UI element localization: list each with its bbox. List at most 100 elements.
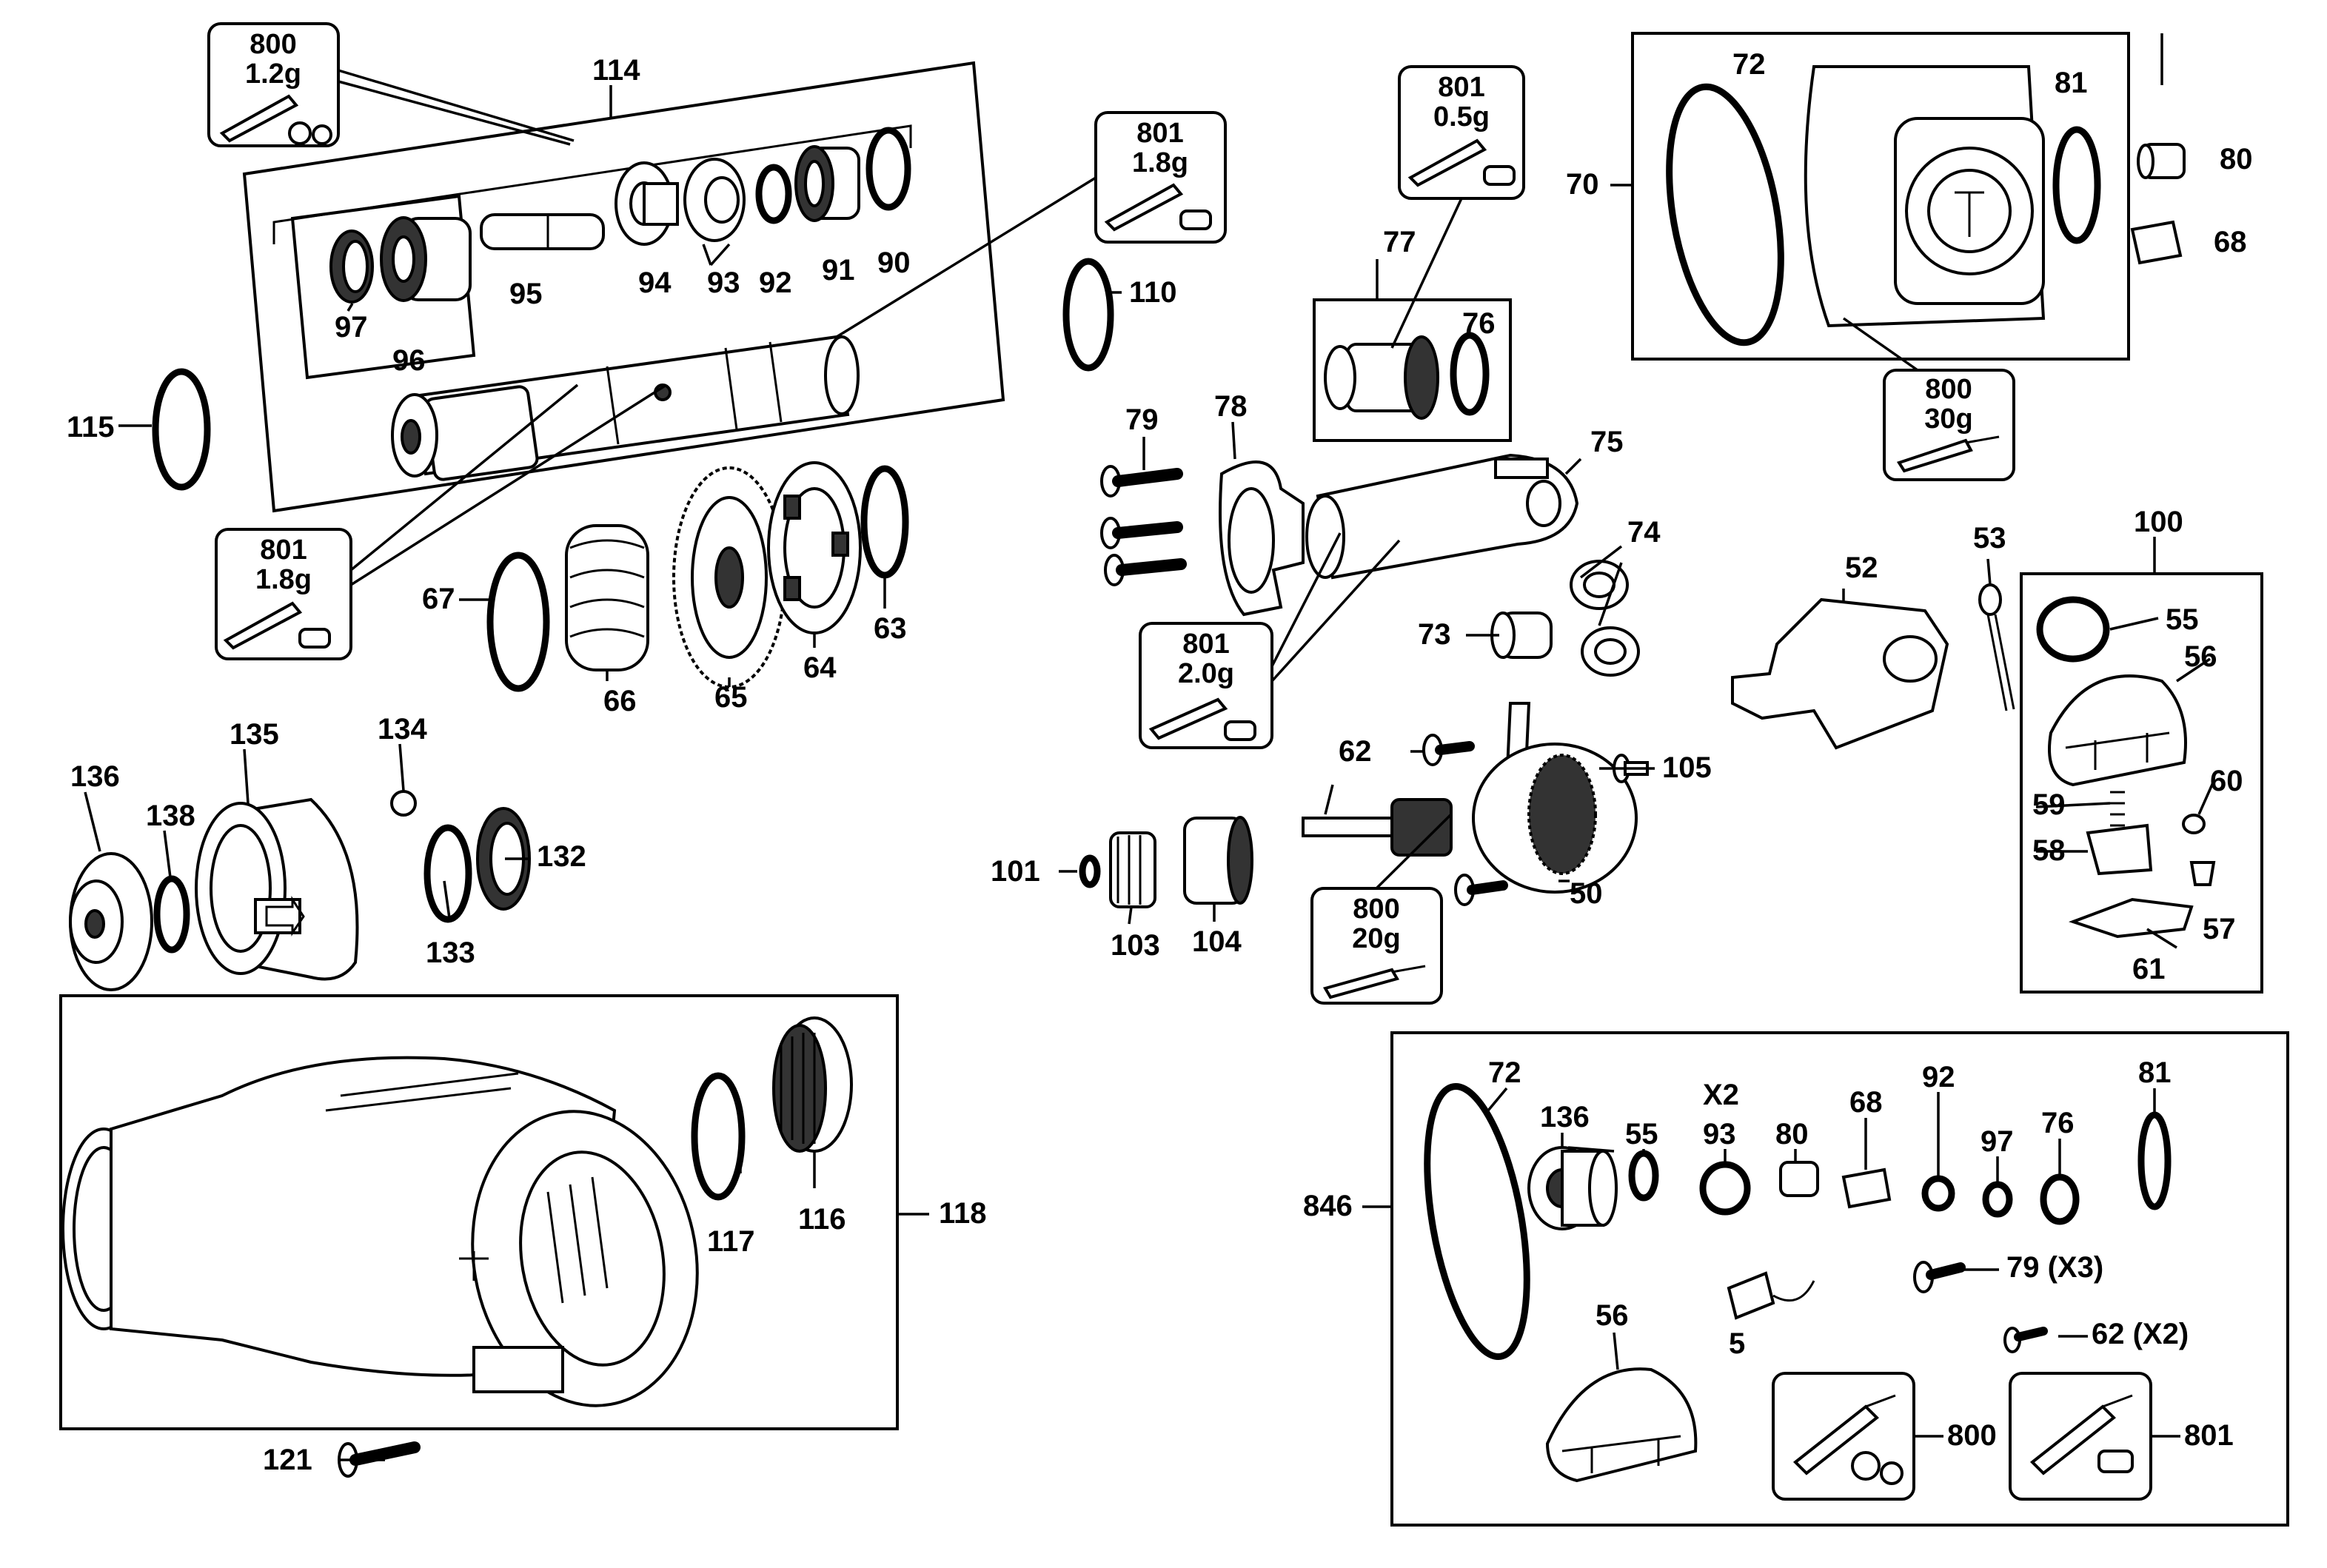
- part-110: [1062, 258, 1114, 372]
- part-78: [1219, 460, 1305, 617]
- kit-80: [1779, 1161, 1819, 1197]
- kit-label-93: 93: [1703, 1118, 1736, 1150]
- grease-gun-icon: [1896, 435, 2000, 473]
- assembly-846: [1390, 1031, 2289, 1527]
- label-100: 100: [2134, 506, 2183, 538]
- part-95: [480, 213, 605, 250]
- part-66: [565, 524, 649, 671]
- callout-c1-id: 800: [250, 29, 296, 60]
- part-101: [1079, 854, 1101, 888]
- label-96: 96: [392, 344, 426, 377]
- callout-c5-amount: 30g: [1924, 403, 1972, 435]
- chuck-group: [69, 790, 531, 991]
- part-96: [380, 216, 472, 302]
- label-136: 136: [70, 760, 120, 793]
- grease-gun-icon: [219, 94, 332, 145]
- grease-gun-icon: [1407, 138, 1516, 187]
- kit-97: [1982, 1181, 2013, 1218]
- part-91: [794, 145, 860, 222]
- label-67: 67: [422, 583, 455, 615]
- part-81: [2052, 126, 2101, 244]
- callout-c2-amount: 1.8g: [1132, 147, 1188, 178]
- kit-79: [1913, 1261, 1966, 1293]
- part-104: [1183, 816, 1253, 905]
- kit-label-80: 80: [1775, 1118, 1809, 1150]
- label-60: 60: [2210, 765, 2243, 797]
- label-80: 80: [2220, 143, 2253, 175]
- kit-label-79: 79 (X3): [2006, 1251, 2103, 1284]
- label-116: 116: [798, 1203, 846, 1236]
- kit-label-81: 81: [2138, 1056, 2172, 1089]
- label-75: 75: [1590, 426, 1624, 458]
- kit-93: [1699, 1161, 1751, 1216]
- assembly-114: [152, 61, 1114, 513]
- part-58: [2086, 823, 2153, 876]
- part-59: [2110, 791, 2125, 827]
- label-101: 101: [991, 855, 1040, 888]
- label-115: 115: [67, 411, 115, 443]
- part-118-housing: [61, 1056, 699, 1407]
- part-62: [1422, 734, 1508, 906]
- callout-c2: [1094, 111, 1227, 244]
- part-60: [2182, 814, 2206, 834]
- frame-77: [1313, 298, 1512, 442]
- part-72: [1666, 83, 1784, 346]
- label-93: 93: [707, 267, 740, 299]
- kit-label-x2: X2: [1703, 1079, 1739, 1111]
- label-95: 95: [509, 278, 543, 310]
- callout-c4-id: 801: [1438, 72, 1484, 103]
- kit-label-5: 5: [1729, 1327, 1745, 1360]
- label-97: 97: [335, 311, 368, 344]
- label-846: 846: [1303, 1190, 1353, 1222]
- label-94: 94: [638, 267, 672, 299]
- label-114: 114: [592, 54, 640, 87]
- frame-96: [290, 194, 476, 380]
- kit-800-gun-icon: [1792, 1394, 1904, 1485]
- kit-55: [1628, 1150, 1659, 1202]
- part-115: [152, 368, 211, 491]
- label-52: 52: [1845, 552, 1878, 584]
- kit-76: [2040, 1173, 2080, 1225]
- part-70-housing: [1804, 65, 2046, 328]
- part-63: [860, 465, 909, 579]
- kit-5: [1727, 1271, 1815, 1320]
- part-134: [390, 790, 417, 817]
- callout-c7-id: 800: [1353, 894, 1399, 925]
- label-64: 64: [803, 651, 837, 684]
- part-116: [772, 1016, 853, 1153]
- frame-70: [1631, 32, 2130, 361]
- part-labels: 114 97 96 95 94 93 92 91 90 110 115 67 6…: [67, 48, 2253, 1476]
- label-81: 81: [2055, 67, 2088, 99]
- label-59: 59: [2032, 788, 2066, 821]
- label-56: 56: [2184, 640, 2217, 673]
- label-110: 110: [1129, 276, 1177, 309]
- part-64: [767, 461, 862, 634]
- part-133: [423, 824, 472, 923]
- label-stubs: [84, 243, 2156, 1370]
- part-90: [865, 127, 911, 211]
- kit-68: [1841, 1167, 1892, 1209]
- kit-72: [1424, 1083, 1530, 1360]
- callout-c3: [215, 528, 352, 660]
- part-76: [1450, 332, 1490, 416]
- kit-801-gun-icon: [2029, 1394, 2134, 1475]
- frame-100: [2020, 572, 2263, 994]
- label-133: 133: [426, 937, 475, 969]
- label-138: 138: [146, 800, 195, 832]
- label-117: 117: [707, 1225, 755, 1258]
- label-79: 79: [1125, 403, 1159, 436]
- part-77: [1324, 335, 1439, 420]
- frame-114: [242, 61, 1005, 513]
- callout-c6: [1139, 622, 1273, 749]
- part-103: [1109, 831, 1156, 908]
- kit-label-136: 136: [1540, 1101, 1590, 1133]
- label-104: 104: [1192, 925, 1242, 958]
- grease-gun-icon: [1148, 697, 1256, 741]
- label-132: 132: [537, 840, 586, 873]
- part-50: [1302, 702, 1638, 894]
- label-57: 57: [2203, 913, 2236, 945]
- part-97: [329, 229, 374, 304]
- kit-label-92: 92: [1922, 1061, 1955, 1093]
- label-65: 65: [714, 681, 748, 714]
- gear-row: [486, 461, 909, 692]
